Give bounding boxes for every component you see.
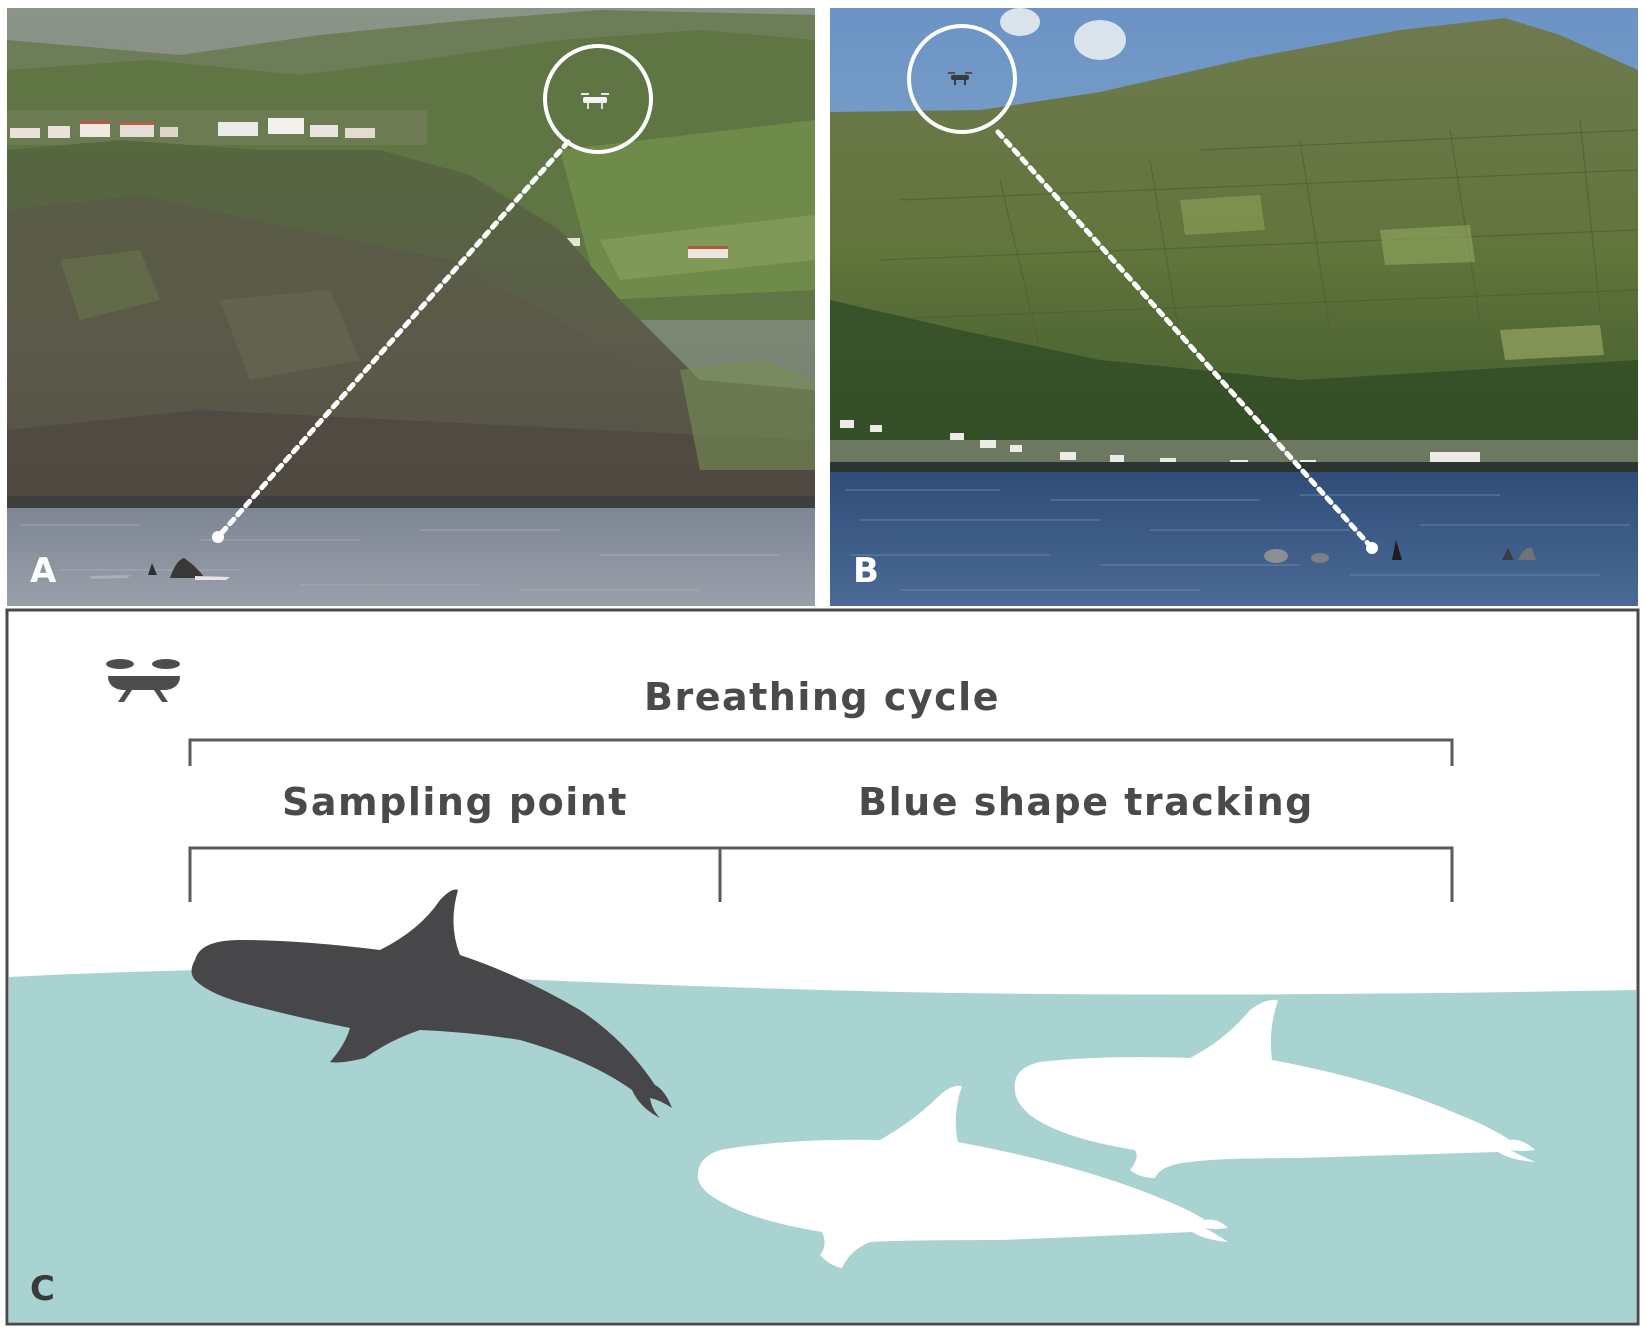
panel-b-photo <box>830 8 1638 606</box>
phase-brackets <box>188 846 1454 902</box>
pilot-whale-surfacing <box>191 889 672 1118</box>
sea-ripples-b <box>845 489 1630 591</box>
panel-a-photo <box>7 8 815 606</box>
field-pattern <box>859 119 1638 351</box>
panel-a-label: A <box>30 551 57 591</box>
panel-c-label: C <box>30 1269 55 1309</box>
breathing-cycle-bracket <box>188 738 1454 766</box>
pilot-whale-tracking-1 <box>1014 999 1535 1178</box>
drone-icon <box>581 93 609 109</box>
panel-c-diagram: Breathing cycle Sampling point Blue shap… <box>5 608 1640 1326</box>
blue-shape-tracking-label: Blue shape tracking <box>858 780 1314 824</box>
drone-icon <box>106 659 180 702</box>
drone-highlight-circle <box>543 44 653 154</box>
village-buildings <box>10 118 728 258</box>
drone-icon <box>948 72 972 85</box>
panel-b-label: B <box>853 551 879 591</box>
whales-photo-b <box>1264 540 1536 563</box>
drone-highlight-circle <box>907 24 1017 134</box>
whales-photo-a <box>90 558 230 580</box>
pilot-whale-tracking-2 <box>697 1085 1228 1268</box>
drone-link-b <box>907 24 1378 554</box>
breathing-cycle-label: Breathing cycle <box>644 675 1000 719</box>
drone-link-a <box>212 44 653 543</box>
sampling-point-label: Sampling point <box>282 780 628 824</box>
